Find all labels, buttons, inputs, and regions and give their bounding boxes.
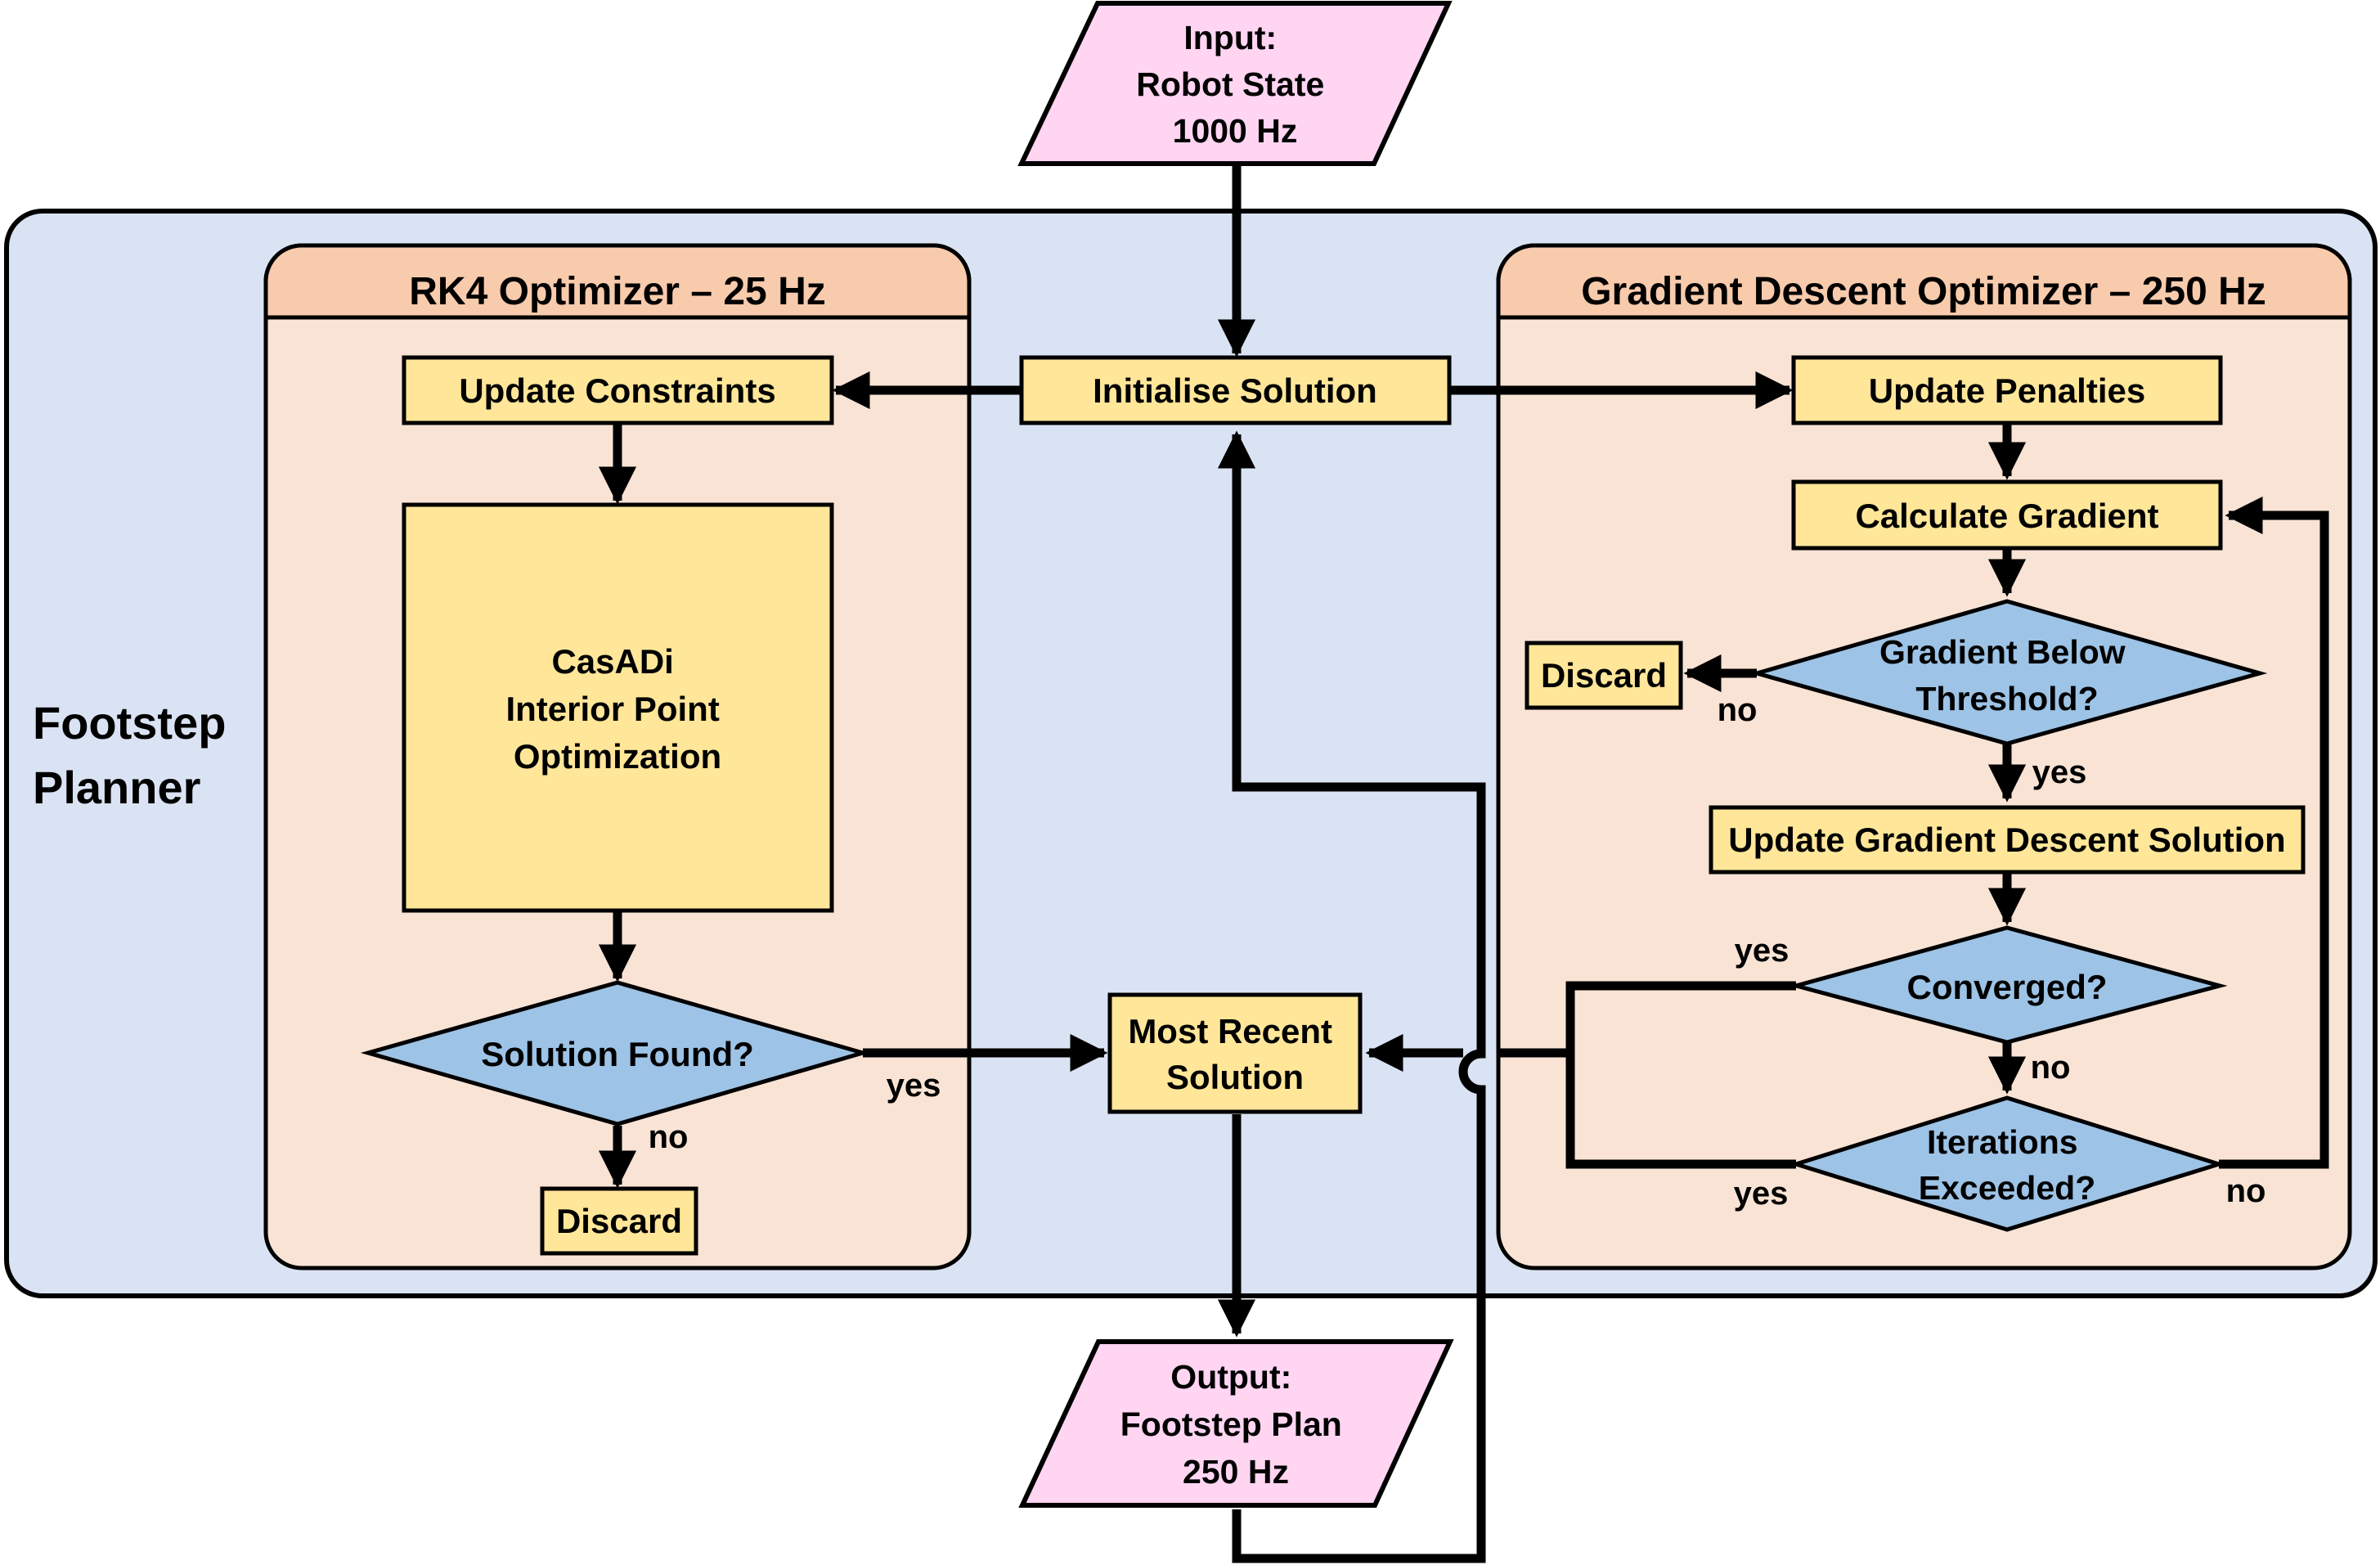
svg-text:Input: Robot State: Input: Robot State 1000 Hz [1136, 19, 1333, 150]
svg-text:Most Recent Solution: Most Recent Solution [1128, 1012, 1341, 1096]
svg-text:Converged?: Converged? [1906, 968, 2107, 1006]
svg-text:Update Gradient Descent Soluti: Update Gradient Descent Solution [1728, 821, 2285, 859]
iterations-exceeded-decision: Iterations Exceeded? [1789, 1095, 2226, 1232]
output-footstep-plan-node: Output: Footstep Plan 250 Hz [1018, 1339, 1454, 1508]
svg-text:Update Penalties: Update Penalties [1869, 371, 2145, 410]
solution-found-decision: Solution Found? [360, 980, 871, 1127]
converged-decision: Converged? [1788, 925, 2228, 1045]
casadi-optimization-node: CasADi Interior Point Optimization [402, 502, 834, 913]
rk4-yes-label: yes [887, 1068, 941, 1104]
gd-iterations-yes-label: yes [1734, 1176, 1789, 1212]
svg-text:Solution Found?: Solution Found? [481, 1035, 754, 1073]
gd-iterations-no-label: no [2226, 1173, 2266, 1209]
svg-text:Discard: Discard [556, 1202, 682, 1240]
gd-converged-yes-label: yes [1735, 933, 1789, 969]
gd-converged-no-label: no [2031, 1050, 2071, 1086]
svg-text:Discard: Discard [1541, 656, 1667, 695]
gd-threshold-no-label: no [1718, 692, 1758, 728]
planner-label: Footstep Planner [33, 697, 239, 813]
arrow-iterations-no-to-gradient [2219, 496, 2329, 1169]
gradient-below-threshold-decision: Gradient Below Threshold? [1749, 599, 2268, 746]
most-recent-solution-node: Most Recent Solution [1107, 992, 1363, 1114]
initialise-solution-node: Initialise Solution [1019, 355, 1452, 425]
update-constraints-node: Update Constraints [402, 355, 834, 425]
svg-text:Initialise Solution: Initialise Solution [1093, 371, 1377, 410]
update-penalties-node: Update Penalties [1791, 355, 2223, 425]
gd-discard-node: Discard [1525, 641, 1683, 710]
svg-text:Calculate Gradient: Calculate Gradient [1855, 497, 2158, 535]
calculate-gradient-node: Calculate Gradient [1791, 479, 2223, 551]
rk4-no-label: no [649, 1119, 689, 1155]
svg-text:Update Constraints: Update Constraints [459, 371, 775, 410]
svg-text:Gradient Below Threshold: Gradient Below Threshold? [1879, 633, 2135, 717]
rk4-panel-title: RK4 Optimizer – 25 Hz [409, 270, 825, 313]
gd-panel-title: Gradient Descent Optimizer – 250 Hz [1581, 270, 2266, 313]
svg-text:Output: Footstep Plan: Output: Footstep Plan 250 Hz [1120, 1358, 1351, 1491]
arrow-feedback-to-initialise [1217, 430, 1486, 1563]
svg-text:Iterations Exceeded?: Iterations Exceeded? [1919, 1123, 2096, 1207]
update-gd-solution-node: Update Gradient Descent Solution [1709, 805, 2306, 875]
input-robot-state-node: Input: Robot State 1000 Hz [1017, 0, 1453, 166]
gd-threshold-yes-label: yes [2032, 754, 2087, 790]
rk4-discard-node: Discard [540, 1186, 698, 1256]
line-yes-merge [1565, 981, 1796, 1169]
svg-text:CasADi Interior Point: CasADi Interior Point Optimization [505, 642, 729, 776]
